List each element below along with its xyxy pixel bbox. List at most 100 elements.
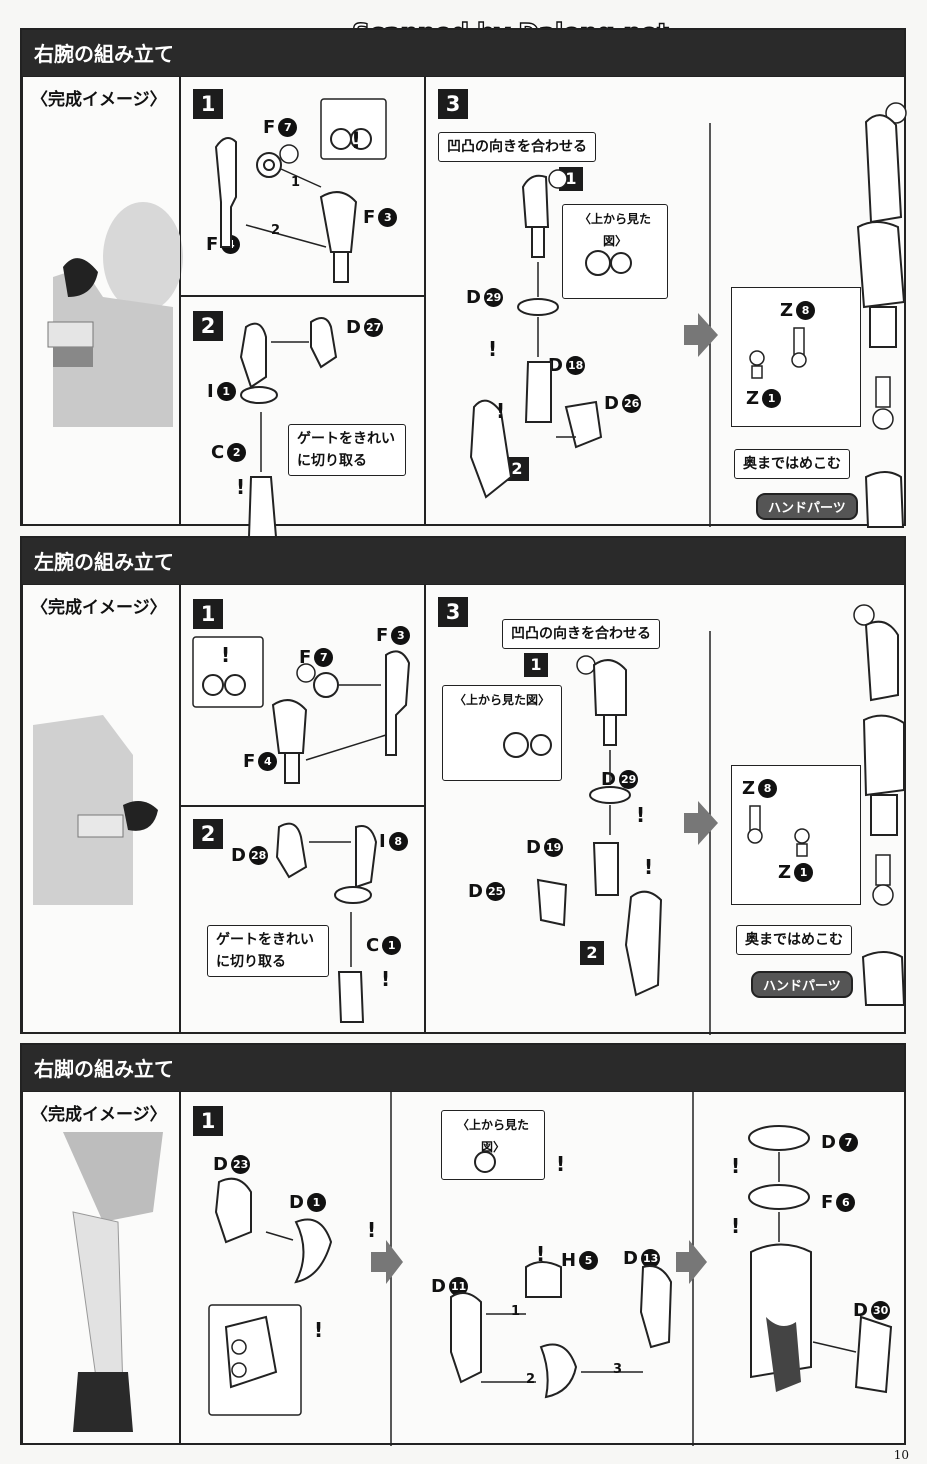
caution-icon: ! bbox=[644, 855, 653, 879]
step-number: 3 bbox=[438, 89, 468, 119]
part-letter: F bbox=[299, 647, 312, 668]
part-letter: F bbox=[376, 625, 389, 646]
gate-note-callout: ゲートをきれい に切り取る bbox=[288, 424, 406, 476]
arm-assembled-diagram bbox=[856, 102, 907, 528]
order-number: 2 bbox=[271, 223, 281, 238]
part-letter: Z bbox=[746, 388, 760, 409]
part-number: 4 bbox=[258, 752, 278, 771]
part-number: 1 bbox=[306, 1193, 326, 1212]
part-number: 6 bbox=[836, 1193, 856, 1212]
caution-mark: ! bbox=[221, 643, 231, 667]
caution-icon: ! bbox=[221, 643, 230, 667]
gate-note-line1: ゲートをきれい bbox=[216, 932, 314, 948]
caution-mark: ! bbox=[314, 1318, 324, 1342]
step-3-diagram bbox=[469, 123, 718, 527]
part-letter: D bbox=[289, 1192, 304, 1213]
part-number: 7 bbox=[278, 118, 298, 137]
part-letter: D bbox=[431, 1276, 446, 1297]
part-number: 25 bbox=[485, 882, 506, 901]
part-number: 23 bbox=[230, 1155, 251, 1174]
part-letter: Z bbox=[778, 862, 792, 883]
caution-icon: ! bbox=[314, 1318, 323, 1342]
part-letter: D bbox=[346, 317, 361, 338]
align-note-callout: 凹凸の向きを合わせる bbox=[438, 132, 596, 162]
part-number: 2 bbox=[227, 443, 247, 462]
part-number: 29 bbox=[483, 288, 504, 307]
part-number: 29 bbox=[618, 770, 639, 789]
part-number: 8 bbox=[388, 832, 408, 851]
part-letter: F bbox=[363, 207, 376, 228]
part-letter: D bbox=[526, 837, 541, 858]
order-marker: 2 bbox=[526, 1372, 535, 1387]
step-3-diagram bbox=[503, 631, 718, 1035]
caution-icon: ! bbox=[731, 1154, 740, 1178]
caution-mark: ! bbox=[488, 337, 498, 361]
part-number: 27 bbox=[363, 318, 384, 337]
part-number: 7 bbox=[838, 1133, 858, 1152]
part-number: 8 bbox=[796, 301, 816, 320]
part-letter: F bbox=[243, 751, 256, 772]
caution-mark: ! bbox=[556, 1152, 566, 1176]
step-number: 2 bbox=[193, 819, 223, 849]
step-number: 1 bbox=[193, 89, 223, 119]
caution-mark: ! bbox=[367, 1218, 377, 1242]
part-letter: D bbox=[213, 1154, 228, 1175]
part-letter: D bbox=[853, 1300, 868, 1321]
part-number: 28 bbox=[248, 846, 269, 865]
part-letter: I bbox=[207, 381, 214, 402]
step-1-panel: 1 F7 F3 F4 1 2 ! bbox=[180, 76, 425, 296]
step-ref-1: 1 bbox=[524, 653, 548, 677]
order-number: 2 bbox=[526, 1372, 536, 1387]
caution-icon: ! bbox=[488, 337, 497, 361]
part-letter: Z bbox=[742, 778, 756, 799]
caution-mark: ! bbox=[536, 1242, 546, 1266]
gate-note-line2: に切り取る bbox=[297, 453, 367, 469]
part-letter: D bbox=[468, 881, 483, 902]
part-letter: F bbox=[263, 117, 276, 138]
caution-icon: ! bbox=[556, 1152, 565, 1176]
caution-icon: ! bbox=[731, 1214, 740, 1238]
step-2-diagram bbox=[275, 822, 378, 1023]
step-number: 1 bbox=[193, 599, 223, 629]
caution-mark: ! bbox=[731, 1214, 741, 1238]
part-number: 3 bbox=[378, 208, 398, 227]
order-number: 1 bbox=[291, 175, 301, 190]
caution-mark: ! bbox=[236, 475, 246, 499]
part-letter: F bbox=[821, 1192, 834, 1213]
part-number: 26 bbox=[621, 394, 642, 413]
part-number: 1 bbox=[762, 389, 782, 408]
caution-icon: ! bbox=[496, 399, 505, 423]
caution-mark: ! bbox=[496, 399, 506, 423]
top-view-label: 〈上から見た図〉 bbox=[456, 1118, 529, 1154]
step-number: 1 bbox=[193, 1106, 223, 1136]
top-view-callout: 〈上から見た図〉 bbox=[562, 204, 668, 299]
caution-icon: ! bbox=[636, 803, 645, 827]
completion-image-panel: 〈完成イメージ〉 bbox=[22, 584, 180, 1034]
